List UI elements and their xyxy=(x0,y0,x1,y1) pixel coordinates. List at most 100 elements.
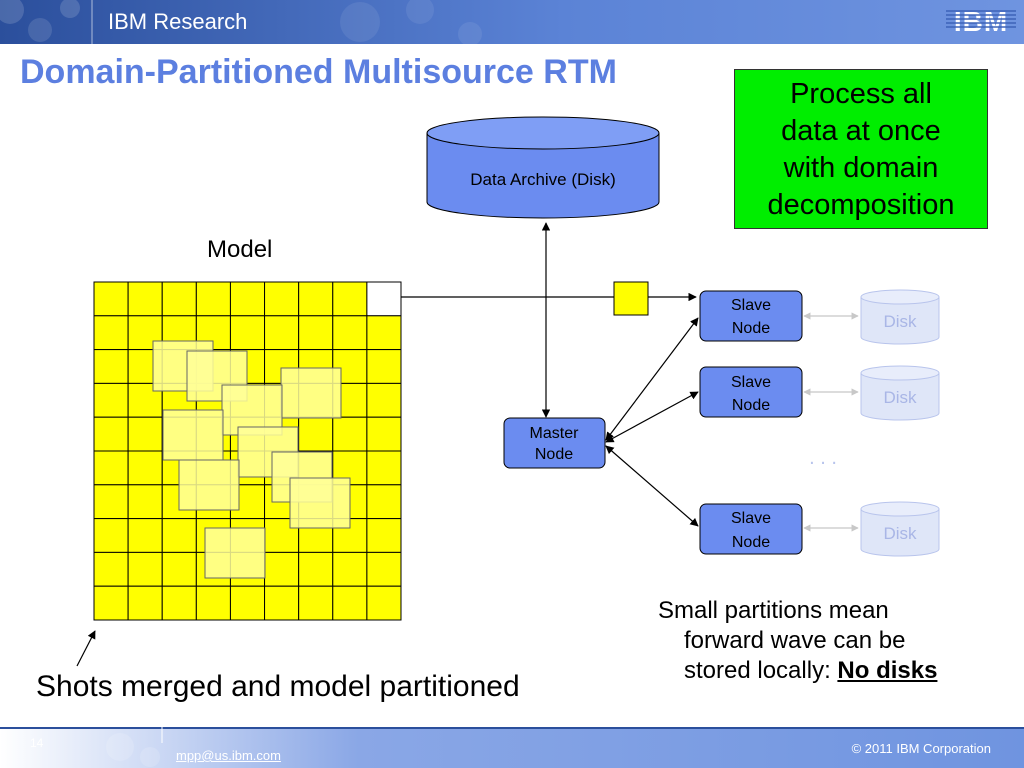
model-cell xyxy=(93,585,129,621)
model-cell xyxy=(161,281,197,317)
model-cell xyxy=(264,349,300,384)
header-title: IBM Research xyxy=(108,9,248,34)
slave-node-label: Node xyxy=(732,534,770,551)
shot-footprint xyxy=(271,451,333,503)
model-cell xyxy=(161,315,197,351)
disk-cylinder: Disk xyxy=(860,289,940,345)
data-archive-label: Data Archive (Disk) xyxy=(470,170,615,189)
model-cell xyxy=(298,349,334,384)
master-node-label: Master xyxy=(530,425,580,442)
model-cell xyxy=(366,585,402,621)
slide-title: Domain-Partitioned Multisource RTM xyxy=(20,53,617,91)
master-node: Master Node xyxy=(503,417,606,469)
model-cell xyxy=(93,450,129,486)
model-cell xyxy=(264,315,300,351)
shot-footprint xyxy=(178,459,240,511)
model-grid xyxy=(93,281,402,621)
disk-label: Disk xyxy=(883,524,917,543)
footer-bar: 14 mpp@us.ibm.com © 2011 IBM Corporation xyxy=(0,727,1024,768)
model-cell xyxy=(332,551,368,587)
model-cell xyxy=(195,484,231,520)
model-cell xyxy=(332,585,368,621)
shot-footprint xyxy=(280,367,342,419)
model-cell xyxy=(298,315,334,351)
copyright: © 2011 IBM Corporation xyxy=(851,741,991,756)
model-cell xyxy=(332,382,368,418)
model-cell xyxy=(264,382,300,418)
footer-decoration xyxy=(106,727,163,767)
disk-cylinder: Disk xyxy=(860,501,940,557)
model-cell xyxy=(127,518,163,553)
model-cell xyxy=(366,416,402,452)
shot-footprint xyxy=(186,350,248,402)
shot-footprint xyxy=(204,527,266,579)
model-cell xyxy=(93,518,129,553)
model-cell xyxy=(332,416,368,452)
model-cell xyxy=(332,315,368,351)
shot-footprint xyxy=(152,340,214,392)
model-cell xyxy=(229,551,266,587)
ellipsis: . . . xyxy=(809,447,837,469)
model-cell xyxy=(298,518,334,553)
model-cell xyxy=(161,416,197,452)
model-cell xyxy=(161,382,197,418)
email-link[interactable]: mpp@us.ibm.com xyxy=(176,748,281,763)
model-cell xyxy=(93,551,129,587)
note-line: forward wave can be xyxy=(684,627,906,654)
model-cell xyxy=(264,518,300,553)
callout-line: data at once xyxy=(781,115,941,147)
model-cell xyxy=(127,382,163,418)
model-cell xyxy=(332,518,368,553)
model-cell xyxy=(161,551,197,587)
model-cell xyxy=(229,281,266,317)
model-cell xyxy=(127,349,163,384)
model-cell xyxy=(264,551,300,587)
header-bar: IBM Research IBM xyxy=(0,0,1024,44)
model-cell xyxy=(161,349,197,384)
model-cell xyxy=(195,349,231,384)
model-cell xyxy=(264,416,300,452)
model-cell xyxy=(366,315,402,351)
disk-cylinder: Disk xyxy=(860,365,940,421)
model-cell xyxy=(127,551,163,587)
note-line: stored locally: No disks xyxy=(658,656,937,686)
callout-line: decomposition xyxy=(767,189,955,221)
model-cell xyxy=(298,416,334,452)
slave-node-label: Node xyxy=(732,397,770,414)
model-cell xyxy=(229,484,266,520)
model-cell xyxy=(229,315,266,351)
note-line-prefix: stored locally: xyxy=(684,657,838,684)
footer-divider xyxy=(0,727,1024,729)
callout-line: Process all xyxy=(790,78,932,110)
model-cell xyxy=(161,450,197,486)
model-cell xyxy=(127,416,163,452)
model-cell xyxy=(264,281,300,317)
model-cell xyxy=(229,349,266,384)
model-cell xyxy=(229,416,266,452)
model-cell xyxy=(195,585,231,621)
master-node-label: Node xyxy=(535,446,573,463)
shot-footprint xyxy=(289,477,351,529)
model-cell xyxy=(93,484,129,520)
model-cell xyxy=(366,551,402,587)
slave-node-label: Slave xyxy=(731,510,771,527)
model-cell xyxy=(161,518,197,553)
model-cell xyxy=(264,585,300,621)
shot-footprint xyxy=(162,409,224,461)
model-cell xyxy=(298,382,334,418)
model-cell xyxy=(332,450,368,486)
model-cell xyxy=(195,382,231,418)
model-cell xyxy=(229,518,266,553)
model-cell xyxy=(264,450,300,486)
selected-model-cell xyxy=(366,281,402,317)
slave-node-label: Slave xyxy=(731,374,771,391)
model-cell xyxy=(264,484,300,520)
page-number: 14 xyxy=(30,736,44,750)
model-cell xyxy=(195,281,231,317)
master-slave-arrow xyxy=(605,445,699,527)
model-cell xyxy=(195,551,231,587)
ibm-logo-icon: IBM xyxy=(946,6,1016,37)
master-slave-arrow xyxy=(605,391,699,443)
model-cell xyxy=(298,281,334,317)
shot-footprints xyxy=(152,340,351,579)
